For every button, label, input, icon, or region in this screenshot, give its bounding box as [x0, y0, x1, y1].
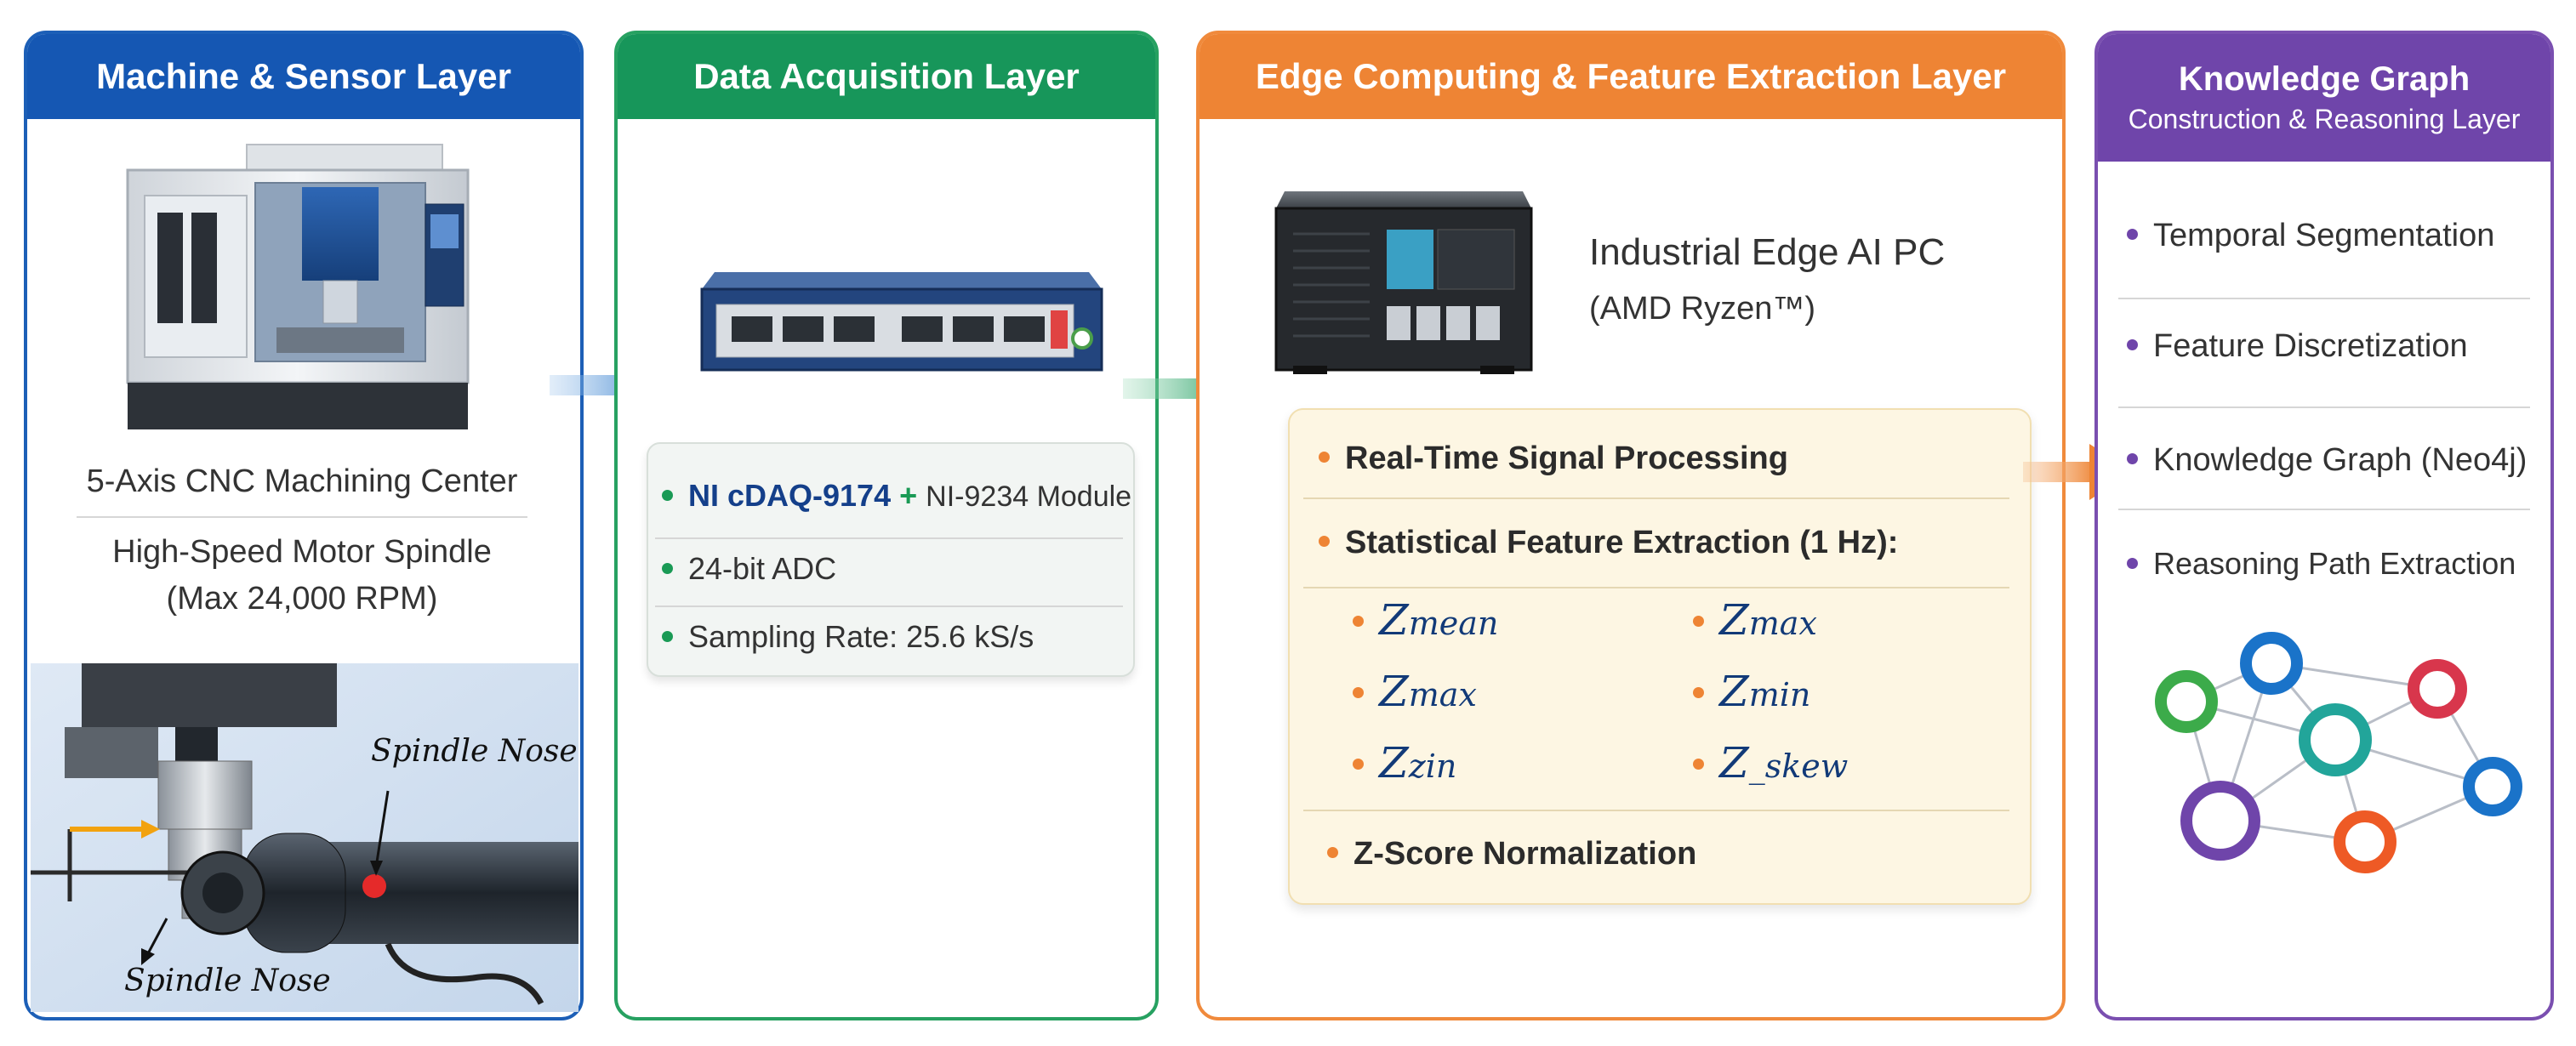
kg-item-reasoning: Reasoning Path Extraction — [2127, 546, 2516, 582]
zscore-text: Z-Score Normalization — [1354, 836, 1697, 872]
feature-divider-3 — [1303, 810, 2009, 811]
purple-bullet-icon — [2127, 229, 2138, 241]
feature-symbol: Z — [1719, 595, 1749, 645]
spindle-label-line1: High-Speed Motor Spindle — [112, 534, 492, 570]
orange-bullet-icon — [1319, 452, 1330, 463]
feature-extraction-box — [1288, 408, 2032, 905]
feature-symbol: Z — [1719, 667, 1749, 716]
daq-sampling-text: Sampling Rate: 25.6 kS/s — [688, 619, 1034, 654]
cnc-machine-illustration — [126, 144, 470, 429]
feature-divider-1 — [1303, 497, 2009, 499]
signal-processing-text: Real-Time Signal Processing — [1345, 441, 1788, 476]
kg-item-temporal: Temporal Segmentation — [2127, 218, 2494, 254]
orange-bullet-icon — [1353, 686, 1364, 698]
feature-subscript: max — [1408, 676, 1477, 713]
feature-symbol: Z — [1379, 595, 1409, 645]
kg-item-discretization: Feature Discretization — [2127, 328, 2468, 365]
purple-bullet-icon — [2127, 339, 2138, 351]
kg-item-text: Feature Discretization — [2153, 328, 2468, 364]
orange-bullet-icon — [1693, 615, 1704, 627]
orange-bullet-icon — [1353, 758, 1364, 770]
knowledge-graph-layer-header: Knowledge Graph Construction & Reasoning… — [2098, 34, 2550, 162]
daq-spec-box — [647, 442, 1135, 677]
purple-bullet-icon — [2127, 453, 2138, 465]
green-bullet-icon — [662, 562, 673, 574]
data-acquisition-layer-title: Data Acquisition Layer — [618, 34, 1155, 119]
feature-symbol: Z — [1379, 667, 1409, 716]
feature-item: Zmax — [1693, 595, 1817, 645]
kg-item-text: Temporal Segmentation — [2153, 218, 2495, 253]
feature-divider-2 — [1303, 587, 2009, 588]
feature-item: Z_skew — [1693, 738, 1848, 787]
feature-subscript: max — [1748, 605, 1817, 642]
edge-pc-cpu: (AMD Ryzen™) — [1589, 291, 1816, 327]
daq-plus: + — [899, 478, 918, 513]
daq-adc-text: 24-bit ADC — [688, 551, 837, 586]
spindle-sensor-illustration: Spindle Nose Spindle Nose — [31, 663, 578, 1012]
kg-item-neo4j: Knowledge Graph (Neo4j) — [2127, 442, 2527, 479]
feature-item: Zzin — [1353, 738, 1456, 787]
kg-divider-1 — [2118, 298, 2530, 299]
edge-item-signal-processing: Real-Time Signal Processing — [1319, 441, 1788, 477]
feature-item: Zmax — [1353, 667, 1477, 716]
machine-sensor-layer-title: Machine & Sensor Layer — [27, 34, 580, 119]
feature-symbol: Z — [1719, 738, 1749, 787]
spindle-nose-bottom-label: Spindle Nose — [124, 964, 331, 998]
edge-item-zscore: Z-Score Normalization — [1327, 836, 1696, 873]
feature-item: Zmin — [1693, 667, 1810, 716]
statistical-features-text: Statistical Feature Extraction (1 Hz): — [1345, 525, 1899, 560]
feature-item: Zmean — [1353, 595, 1498, 645]
daq-item-sampling: Sampling Rate: 25.6 kS/s — [662, 619, 1034, 655]
kg-item-text: Reasoning Path Extraction — [2153, 546, 2516, 581]
daq-device-name: NI cDAQ-9174 — [688, 478, 892, 513]
daq-divider-2 — [655, 605, 1123, 607]
orange-bullet-icon — [1693, 758, 1704, 770]
edge-item-statistical-features: Statistical Feature Extraction (1 Hz): — [1319, 525, 1898, 561]
feature-symbol: Z — [1379, 738, 1409, 787]
purple-bullet-icon — [2127, 557, 2138, 569]
orange-bullet-icon — [1693, 686, 1704, 698]
kg-divider-3 — [2118, 509, 2530, 510]
green-bullet-icon — [662, 489, 673, 501]
cnc-machine-label: 5-Axis CNC Machining Center — [86, 463, 518, 499]
edge-computing-layer-title: Edge Computing & Feature Extraction Laye… — [1200, 34, 2062, 119]
knowledge-graph-layer-panel: Knowledge Graph Construction & Reasoning… — [2094, 31, 2554, 1020]
edge-pc-illustration — [1274, 191, 1533, 374]
orange-bullet-icon — [1319, 536, 1330, 548]
knowledge-graph-network-icon — [2155, 632, 2522, 873]
daq-item-adc: 24-bit ADC — [662, 551, 836, 587]
kg-item-text: Knowledge Graph (Neo4j) — [2153, 442, 2528, 478]
daq-module-name: NI-9234 Module — [926, 480, 1132, 513]
feature-subscript: mean — [1408, 605, 1499, 642]
green-bullet-icon — [662, 630, 673, 642]
layer1-divider — [77, 516, 527, 518]
feature-subscript: _skew — [1748, 748, 1849, 785]
daq-item-device: NI cDAQ-9174 + NI-9234 Module — [662, 478, 1131, 514]
feature-subscript: min — [1748, 676, 1811, 713]
spindle-nose-top-label: Spindle Nose — [371, 734, 578, 769]
knowledge-graph-title-line2: Construction & Reasoning Layer — [2128, 104, 2521, 134]
kg-divider-2 — [2118, 406, 2530, 408]
knowledge-graph-title-line1: Knowledge Graph — [2178, 60, 2471, 98]
daq-divider-1 — [655, 537, 1123, 539]
orange-bullet-icon — [1327, 847, 1338, 859]
orange-bullet-icon — [1353, 615, 1364, 627]
feature-subscript: zin — [1408, 748, 1457, 785]
daq-chassis-illustration — [700, 272, 1103, 372]
spindle-label-line2: (Max 24,000 RPM) — [166, 581, 438, 617]
edge-pc-name: Industrial Edge AI PC — [1589, 231, 1946, 273]
